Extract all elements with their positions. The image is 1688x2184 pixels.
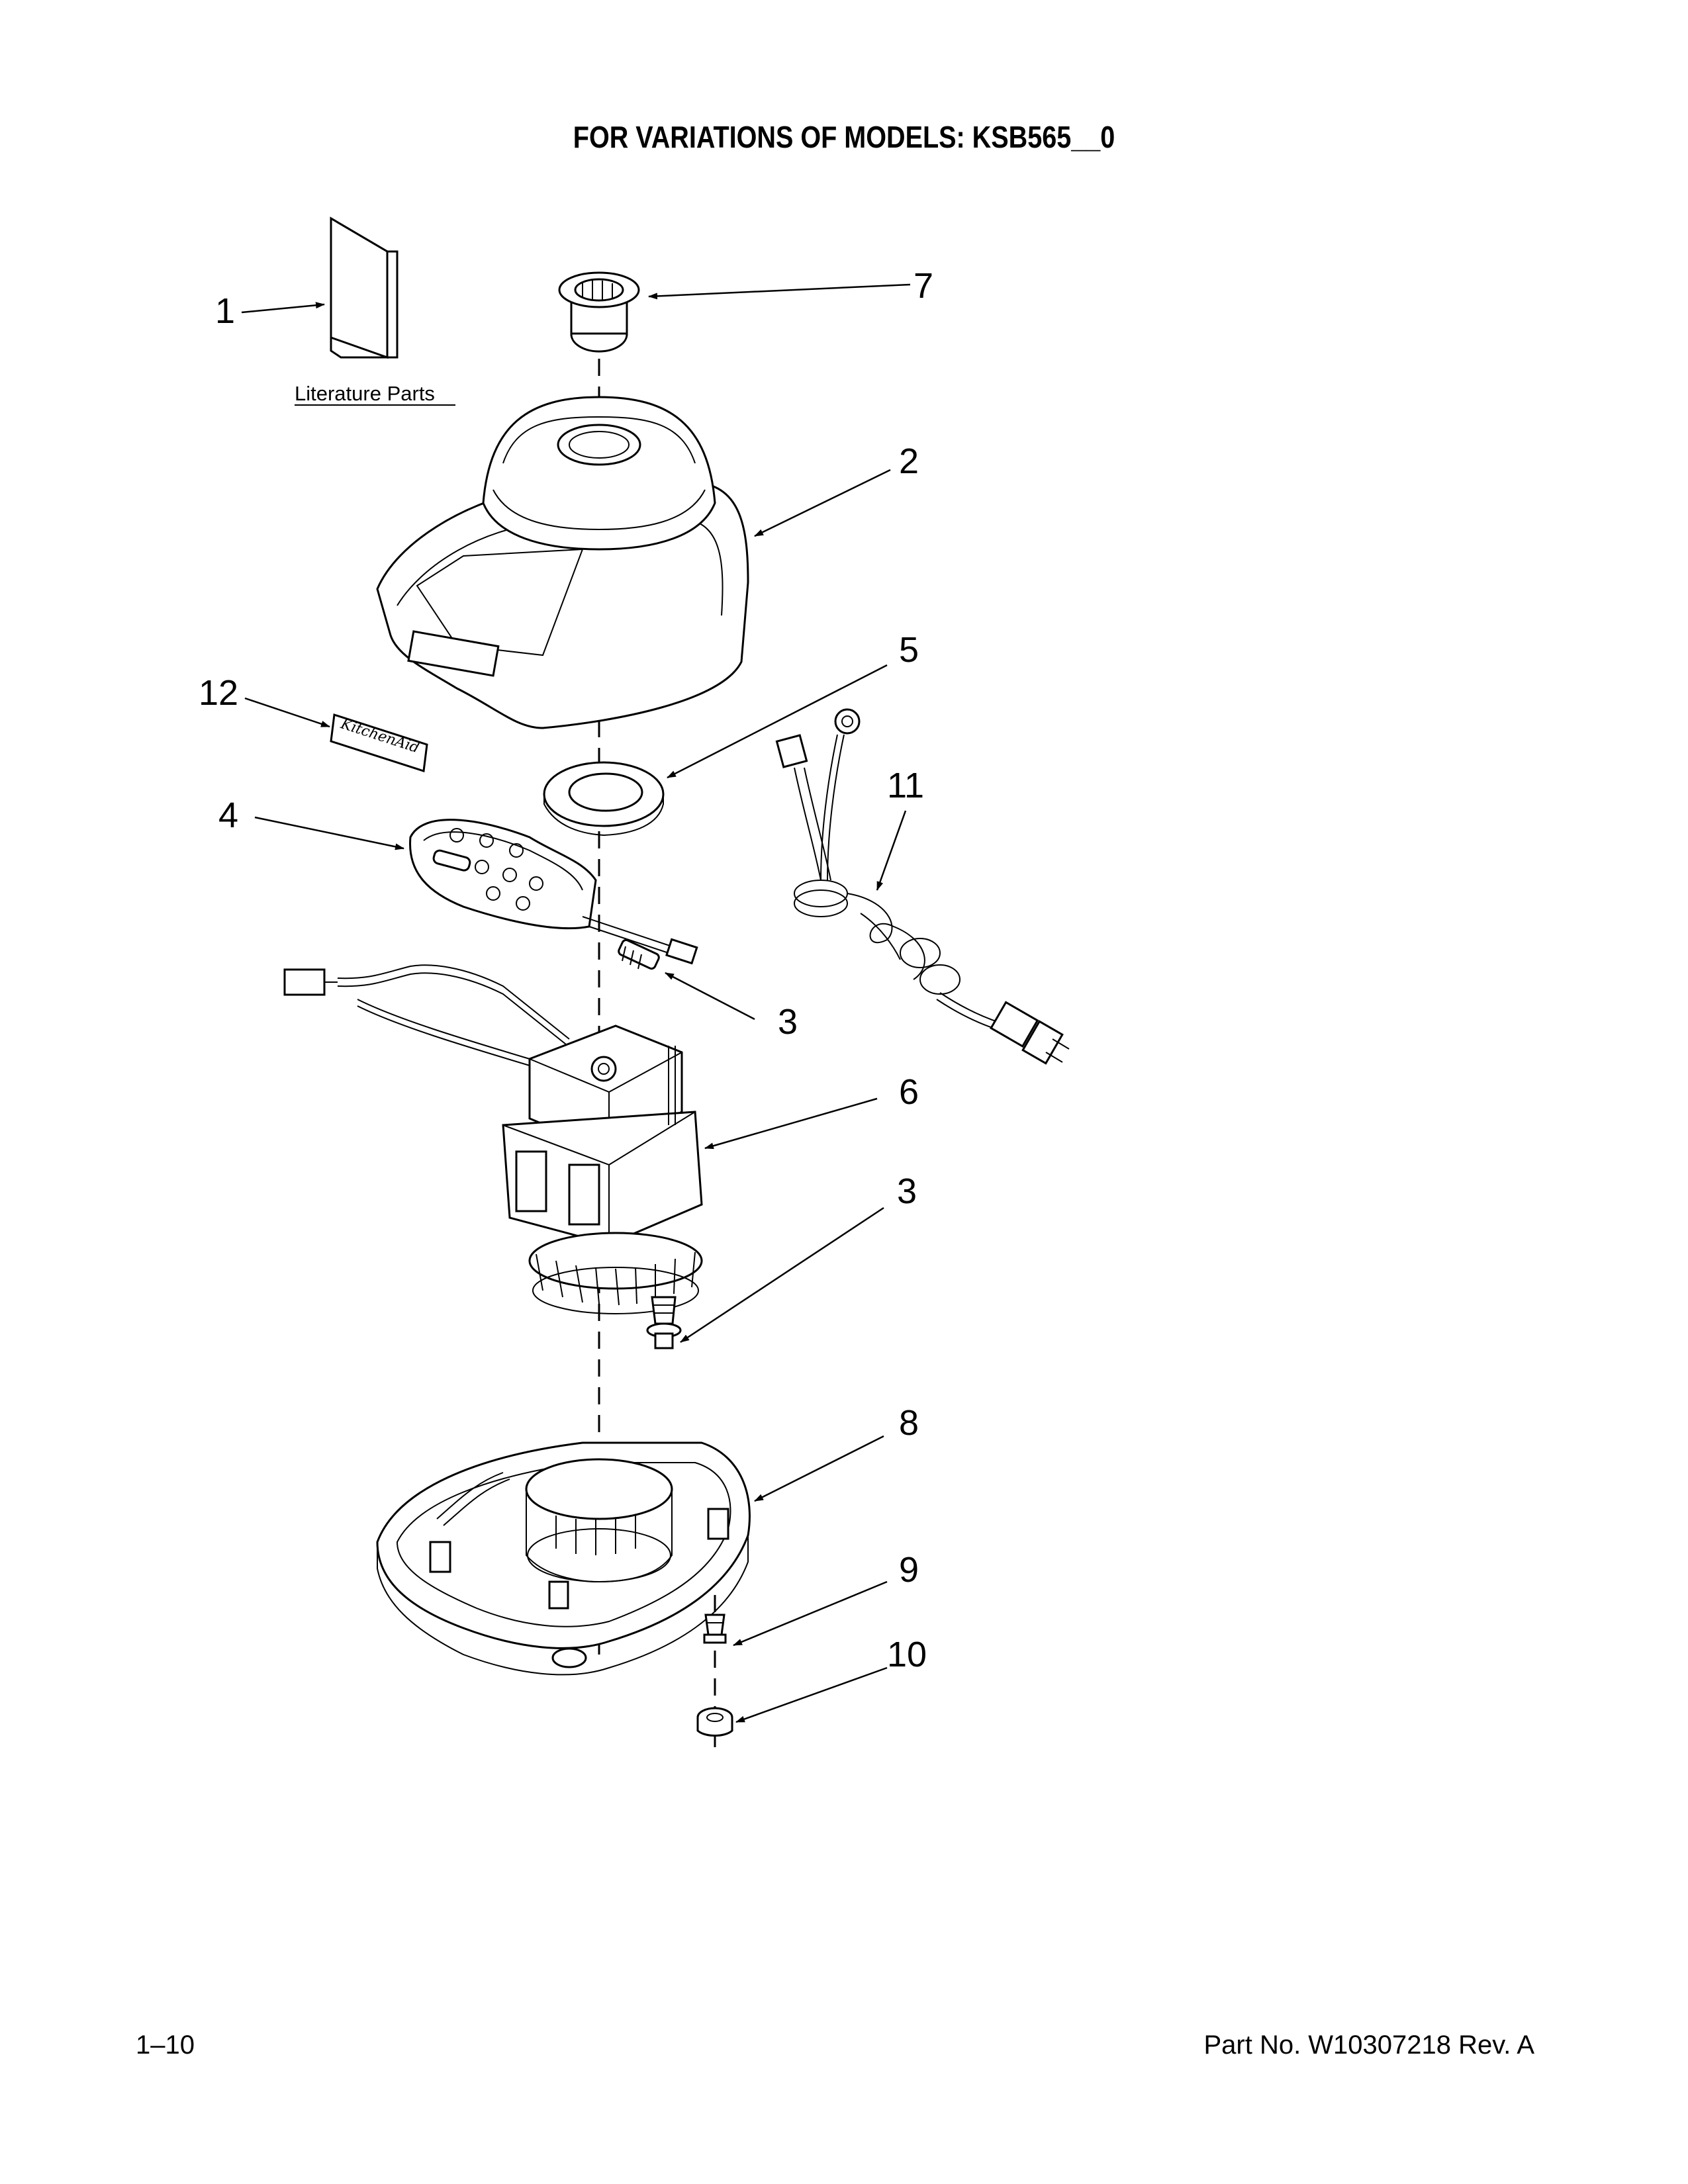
base — [376, 1441, 751, 1676]
drive-coupler — [558, 271, 640, 353]
leader-7 — [648, 283, 911, 300]
rubber-foot — [696, 1707, 733, 1737]
callout-9: 9 — [899, 1550, 919, 1590]
leader-2 — [754, 469, 891, 537]
callout-2: 2 — [899, 441, 919, 481]
leader-9 — [733, 1580, 888, 1647]
literature-booklet — [330, 216, 399, 359]
leader-8 — [754, 1435, 884, 1502]
housing-top — [376, 396, 749, 729]
callout-8: 8 — [899, 1403, 919, 1443]
leader-3a — [665, 972, 755, 1021]
callout-10: 10 — [887, 1635, 927, 1674]
page-number: 1–10 — [136, 2030, 195, 2060]
leader-6 — [704, 1097, 878, 1150]
callout-4: 4 — [218, 796, 238, 835]
gasket-ring — [543, 761, 665, 837]
leader-11 — [876, 810, 907, 891]
leader-10 — [735, 1666, 888, 1723]
page-title: FOR VARIATIONS OF MODELS: KSB565__0 — [573, 120, 1115, 154]
leader-12 — [244, 697, 330, 728]
motor-assembly — [283, 964, 703, 1314]
leader-3b — [680, 1206, 884, 1343]
callout-5: 5 — [899, 630, 919, 670]
callout-3b: 3 — [897, 1171, 917, 1211]
screw-upper — [618, 938, 660, 970]
part-number: Part No. W10307218 Rev. A — [1203, 2030, 1534, 2060]
callout-11: 11 — [887, 766, 924, 805]
callout-7: 7 — [914, 266, 933, 306]
screw-lower — [646, 1296, 682, 1349]
base-screw — [703, 1614, 727, 1644]
power-cord — [775, 708, 1070, 1065]
literature-parts-label: Literature Parts — [295, 382, 435, 405]
callout-6: 6 — [899, 1072, 919, 1112]
leader-4 — [254, 816, 404, 850]
control-panel — [409, 819, 698, 965]
leader-5 — [667, 664, 888, 779]
callout-3a: 3 — [778, 1002, 798, 1042]
callout-1: 1 — [215, 291, 235, 331]
leader-1 — [241, 302, 325, 314]
kitchenaid-badge: KitchenAid — [330, 713, 428, 772]
callout-12: 12 — [199, 673, 238, 713]
